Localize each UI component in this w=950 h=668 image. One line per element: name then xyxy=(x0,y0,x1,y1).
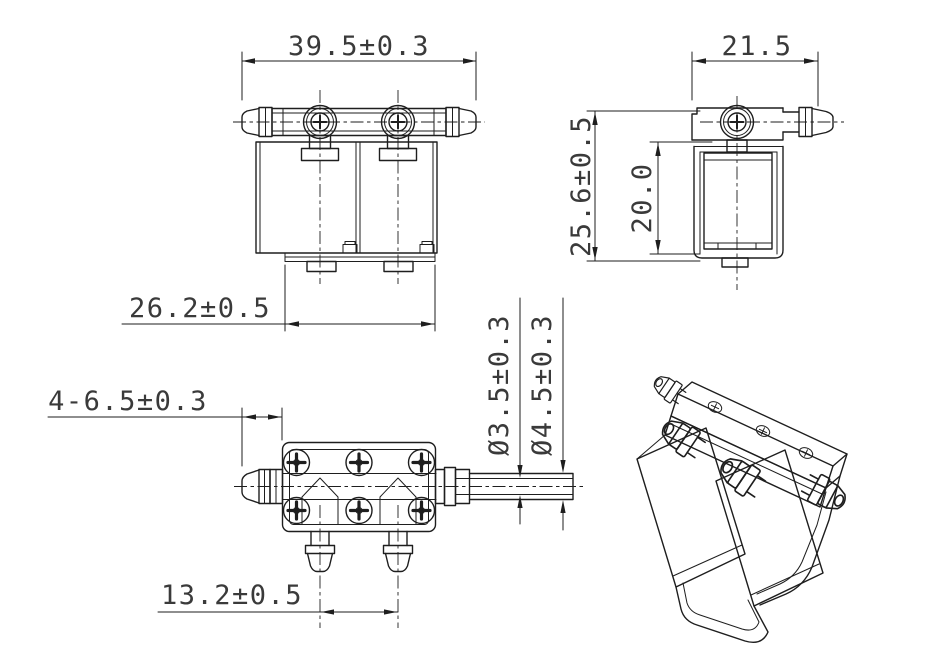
coil-bodies-front xyxy=(255,141,438,273)
dim-side-coil-height: 20.0 xyxy=(627,141,713,255)
phillips-screw xyxy=(281,447,312,478)
phillips-screw xyxy=(344,447,374,478)
manifold-tube-front xyxy=(241,106,477,138)
dim-bottom-barb-spacing: 13.2±0.5 xyxy=(157,580,399,615)
coil-body-side xyxy=(693,139,784,268)
dim-side-width-label: 21.5 xyxy=(721,31,792,62)
dim-bore-diameter: Ø3.5±0.3 xyxy=(484,297,523,525)
isometric-view xyxy=(636,370,852,644)
dim-side-width: 21.5 xyxy=(691,31,819,107)
dim-front-width: 39.5±0.3 xyxy=(241,31,477,101)
iso-screw xyxy=(707,401,723,413)
iso-barb-fitting xyxy=(648,370,689,408)
dim-outlet-diameter: Ø4.5±0.3 xyxy=(527,297,566,531)
iso-barb-fitting xyxy=(713,450,770,503)
dim-bottom-barb-spacing-label: 13.2±0.5 xyxy=(161,580,303,611)
phillips-screw xyxy=(344,495,374,526)
dim-side-overall-height: 25.6±0.5 xyxy=(566,110,701,262)
dim-bottom-barb-length: 4-6.5±0.3 xyxy=(47,386,283,467)
dim-front-width-label: 39.5±0.3 xyxy=(288,31,430,62)
iso-bracket xyxy=(759,475,841,606)
dim-side-coil-height-label: 20.0 xyxy=(627,162,658,233)
front-view: 39.5±0.3 xyxy=(121,31,485,332)
phillips-screw xyxy=(406,495,437,526)
phillips-screw xyxy=(406,447,437,478)
iso-coil-left xyxy=(636,427,746,588)
iso-screw xyxy=(798,447,814,459)
iso-bracket-foot xyxy=(675,586,769,644)
iso-screw xyxy=(755,425,771,437)
port-necks-front xyxy=(300,134,418,162)
bottom-view: 4-6.5±0.3 xyxy=(47,297,584,628)
iso-coil-right xyxy=(715,449,824,607)
dim-front-body-width: 26.2±0.5 xyxy=(121,264,436,332)
dim-outlet-diameter-label: Ø4.5±0.3 xyxy=(527,314,558,456)
phillips-screw xyxy=(281,495,312,526)
dim-front-body-width-label: 26.2±0.5 xyxy=(129,293,271,324)
dim-bottom-barb-length-label: 4-6.5±0.3 xyxy=(48,386,208,417)
dim-bore-diameter-label: Ø3.5±0.3 xyxy=(484,314,515,456)
dim-side-overall-height-label: 25.6±0.5 xyxy=(566,115,597,257)
side-view: 21.5 xyxy=(566,31,844,290)
